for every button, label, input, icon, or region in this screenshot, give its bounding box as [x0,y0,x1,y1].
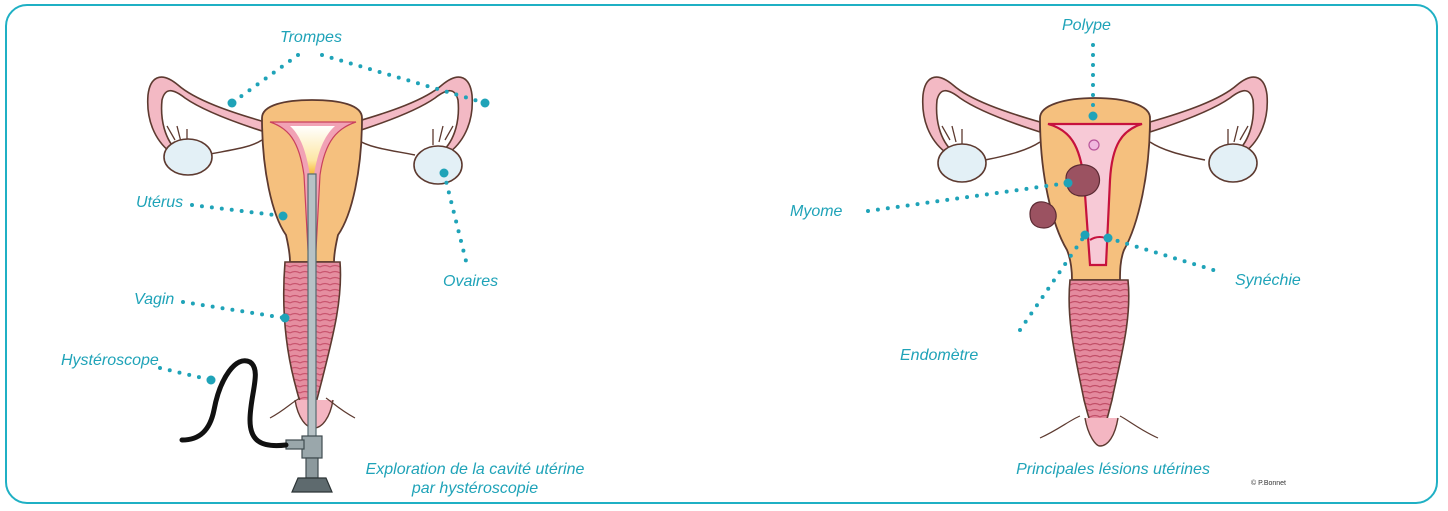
myoma-subserous [1030,202,1056,228]
hysteroscope-shaft [308,174,316,439]
left-uterus-illustration [148,77,473,492]
right-fallopian-tube [355,77,472,152]
copyright-notice: © P.Bonnet [1251,480,1286,487]
hysteroscope-cable [182,361,286,446]
left-caption-line2: par hystéroscopie [330,479,620,498]
right-uterus-illustration [923,77,1268,446]
left-ovary [164,139,212,175]
label-synechie: Synéchie [1235,273,1301,289]
label-ovaires: Ovaires [443,274,498,290]
right-ovary [414,146,462,184]
label-endometre: Endomètre [900,348,978,364]
label-polype: Polype [1062,18,1111,34]
polyp [1089,140,1099,150]
left-caption: Exploration de la cavité utérine par hys… [330,460,620,498]
label-hysteroscope: Hystéroscope [61,353,159,369]
label-myome: Myome [790,204,842,220]
right-caption: Principales lésions utérines [983,460,1243,479]
label-vagin: Vagin [134,292,174,308]
label-trompes: Trompes [280,30,342,46]
left-fallopian-tube [148,77,265,152]
left-caption-line1: Exploration de la cavité utérine [330,460,620,479]
label-uterus: Utérus [136,195,183,211]
